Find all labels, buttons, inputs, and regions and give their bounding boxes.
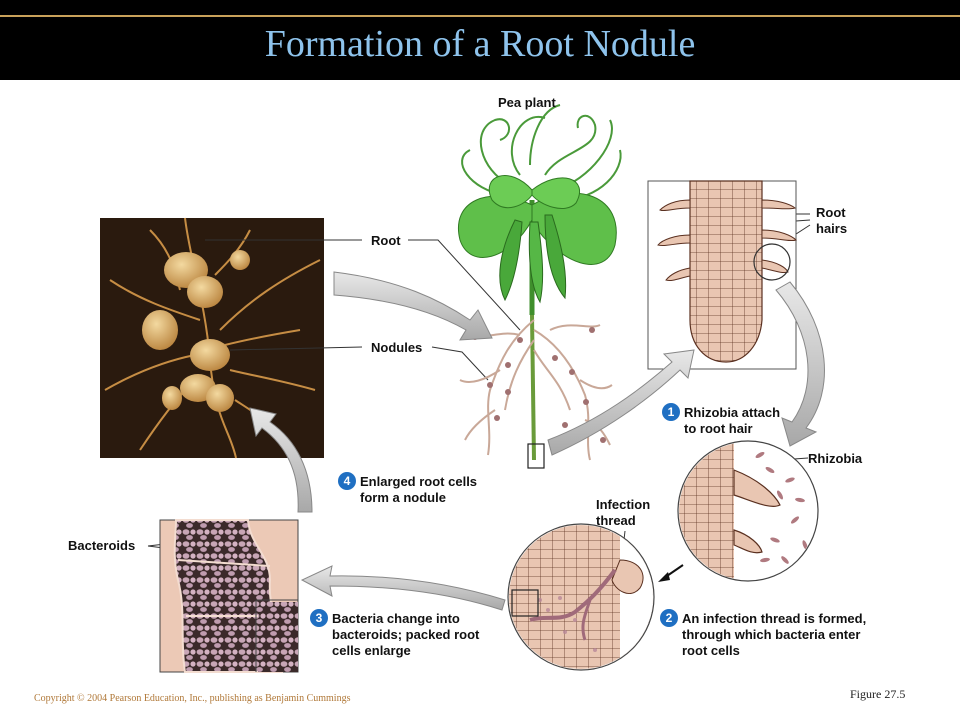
pea-plant (458, 104, 622, 469)
label-bacteroids: Bacteroids (68, 538, 136, 553)
step-2-text-line2: through which bacteria enter (682, 627, 861, 642)
label-infection-thread-line2: thread (596, 513, 636, 528)
label-root-hairs-line2: hairs (816, 221, 848, 236)
infection-thread-detail (507, 523, 655, 671)
title-bar: Formation of a Root Nodule (0, 0, 960, 80)
copyright-notice: Copyright © 2004 Pearson Education, Inc.… (34, 693, 351, 704)
root-tip-panel (647, 180, 797, 370)
rhizobia-attach-detail (677, 440, 819, 582)
label-root-hairs-line1: Root (816, 205, 846, 220)
step-2-text-line1: An infection thread is formed, (682, 611, 867, 626)
figure-number: Figure 27.5 (850, 687, 906, 701)
nodule-photo (100, 217, 324, 459)
label-rhizobia: Rhizobia (808, 451, 863, 466)
step-3-text-line2: bacteroids; packed root (332, 627, 480, 642)
label-root: Root (371, 233, 401, 248)
step-1-badge: 1 (662, 403, 680, 421)
step-3-badge: 3 (310, 609, 328, 627)
step-1-text-line1: Rhizobia attach (684, 405, 781, 420)
step-2-text-line3: root cells (682, 643, 740, 658)
step-2-badge: 2 (660, 609, 678, 627)
process-arrows (249, 271, 825, 611)
label-nodules: Nodules (371, 340, 423, 355)
step-3-text-line1: Bacteria change into (332, 611, 460, 626)
label-infection-thread-line1: Infection (596, 497, 651, 512)
step-1-text-line2: to root hair (684, 421, 753, 436)
step-4-badge: 4 (338, 472, 356, 490)
label-pea-plant: Pea plant (498, 95, 556, 110)
step-4-text-line1: Enlarged root cells (360, 474, 478, 489)
step-4-text-line2: form a nodule (360, 490, 446, 505)
step-3-text-line3: cells enlarge (332, 643, 411, 658)
slide-title: Formation of a Root Nodule (264, 23, 696, 65)
bacteroids-panel (159, 519, 299, 673)
title-rule (0, 15, 960, 17)
